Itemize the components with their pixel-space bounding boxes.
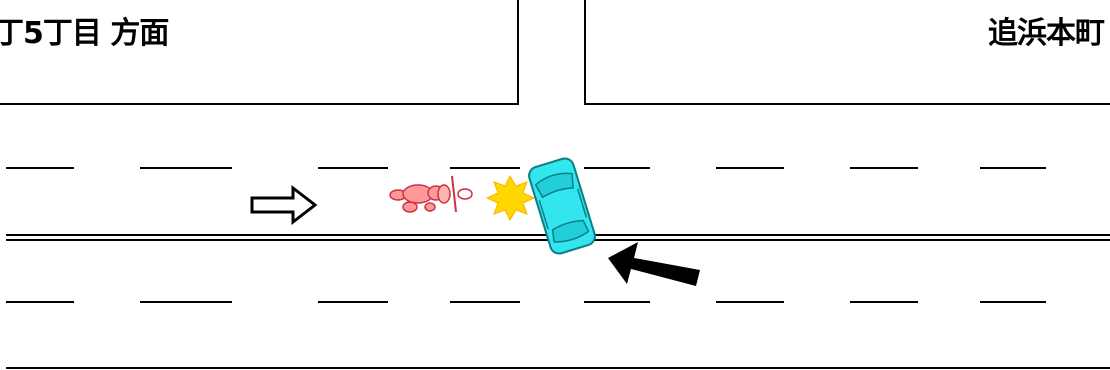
left-corner-curb — [0, 0, 519, 105]
motorcycle-icon — [389, 175, 473, 213]
direction-label-left: 丁5丁目 方面 — [0, 16, 169, 51]
solid-black-arrow-icon — [608, 242, 700, 286]
starburst-icon — [485, 174, 536, 222]
hollow-right-arrow-icon — [250, 184, 318, 226]
car-icon — [528, 157, 596, 255]
direction-label-right: 追浜本町 — [988, 16, 1105, 51]
intersection-curbs — [0, 0, 1110, 105]
right-corner-curb — [584, 0, 1110, 105]
